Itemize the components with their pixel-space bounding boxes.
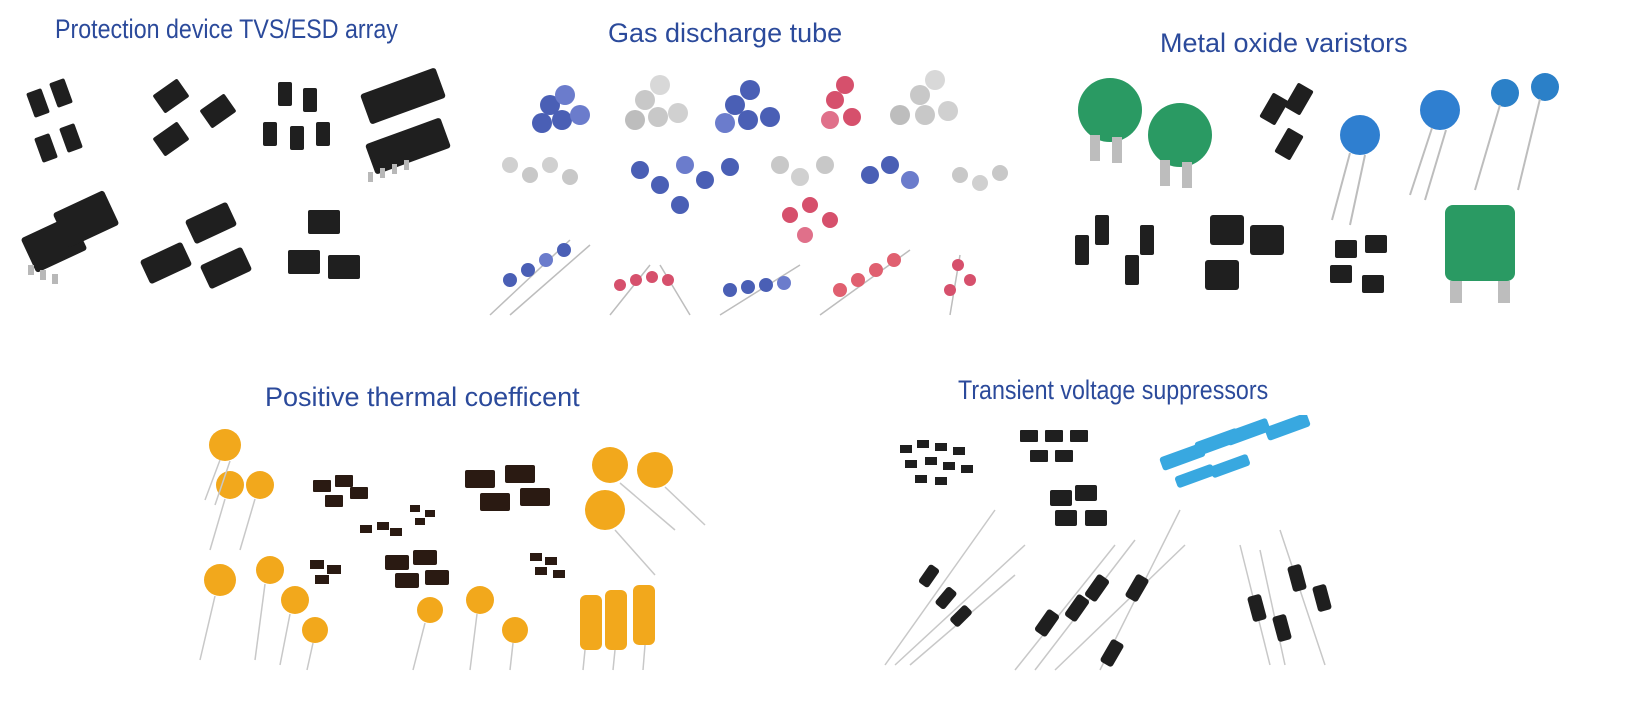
panel-positive-thermal-coefficent: Positive thermal coefficent [170, 365, 730, 695]
panel-caption: Transient voltage suppressors [958, 375, 1269, 405]
tvs-diode-icon [875, 415, 1355, 675]
panel-metal-oxide-varistors: Metal oxide varistors [1040, 0, 1630, 330]
panel-caption: Metal oxide varistors [1160, 28, 1408, 58]
gas-discharge-tube-icon [480, 65, 1020, 320]
smd-ic-chips-icon [8, 60, 463, 315]
panel-transient-voltage-suppressors: Transient voltage suppressors [870, 365, 1370, 695]
ptc-thermistor-icon [185, 425, 715, 675]
panel-caption: Gas discharge tube [608, 18, 843, 48]
varistor-disc-icon [1050, 65, 1590, 315]
panel-caption: Positive thermal coefficent [265, 382, 580, 412]
panel-tvs-esd-array: Protection device TVS/ESD array [0, 0, 470, 330]
panel-gas-discharge-tube: Gas discharge tube [470, 0, 1030, 330]
panel-caption: Protection device TVS/ESD array [55, 14, 398, 44]
